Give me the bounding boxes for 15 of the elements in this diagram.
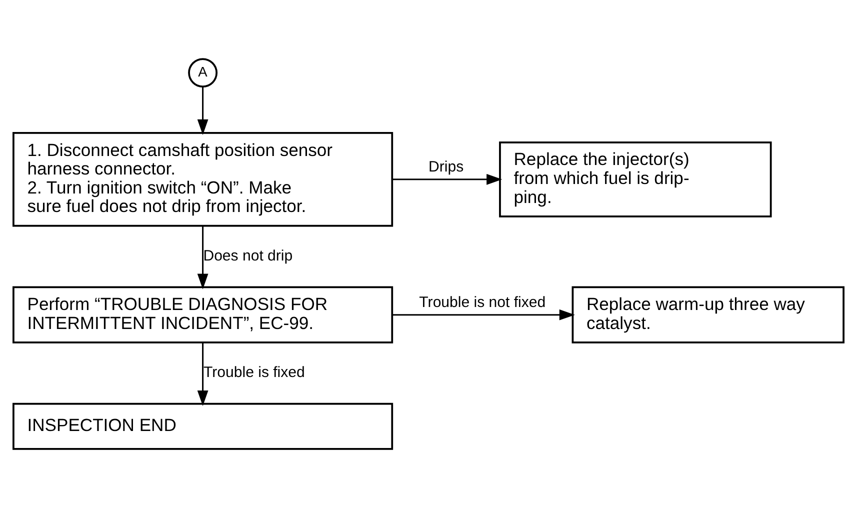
edge-label: Trouble is not fixed [419, 294, 546, 311]
arrow [197, 86, 208, 135]
node-box: INSPECTION END [12, 402, 394, 450]
edge-label: Drips [428, 158, 464, 176]
node-box: Perform “TROUBLE DIAGNOSIS FOR INTERMITTENT INCIDENT”, EC-99. [12, 286, 394, 344]
edge-label: Does not drip [203, 247, 293, 264]
arrow [197, 226, 208, 290]
edge-label: Trouble is fixed [204, 364, 305, 382]
arrow [197, 342, 208, 406]
node-box: Replace warm-up three way catalyst. [572, 286, 844, 344]
arrow [392, 174, 502, 185]
node-box: Replace the injector(s) from which fuel is drip-ping. [499, 141, 772, 218]
node-circle: A [188, 58, 218, 88]
arrow [392, 309, 575, 320]
node-box: 1. Disconnect camshaft position sensor harness connector. 2. Turn ignition switch “ON”. Make sure fuel does not drip from injector. [12, 132, 394, 227]
